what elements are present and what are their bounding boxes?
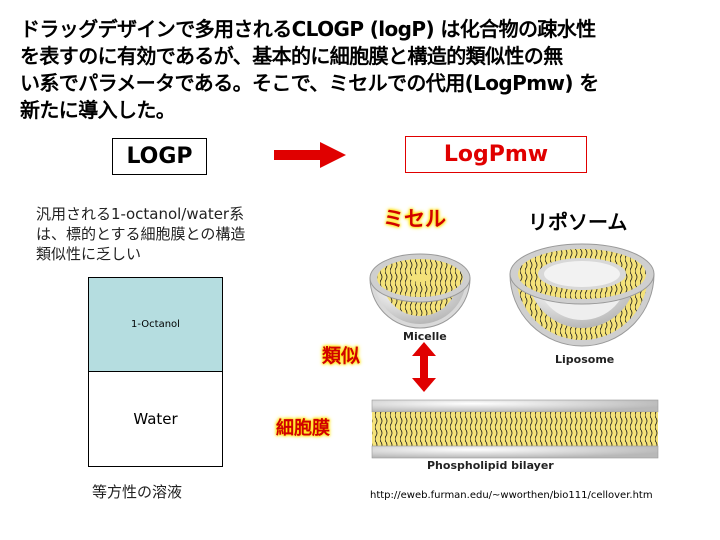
double-arrow-icon (412, 342, 436, 392)
heading-line: を表すのに有効であるが、基本的に細胞膜と構造的類似性の無 (20, 44, 563, 68)
micelle-label-en: Micelle (403, 330, 447, 343)
right-arrow-icon (274, 142, 346, 168)
similar-label-jp: 類似 (322, 345, 361, 367)
isotropic-solution-caption: 等方性の溶液 (92, 483, 183, 501)
liposome-label-jp: リポソーム (528, 210, 628, 234)
logpmw-box: LogPmw (405, 136, 587, 173)
membrane-model-figure (369, 243, 659, 459)
liposome-label-en: Liposome (555, 353, 615, 366)
slide-heading: ドラッグデザインで多用されるCLOGP (logP) は化合物の疎水性 を表すの… (20, 16, 710, 124)
note-line: 汎用される1-octanol/water系 (36, 205, 245, 223)
water-phase: Water (88, 371, 223, 467)
note-line: は、標的とする細胞膜との構造 (36, 225, 246, 243)
liposome-illustration (509, 243, 655, 347)
heading-line: ドラッグデザインで多用されるCLOGP (logP) は化合物の疎水性 (20, 17, 596, 41)
phospholipid-bilayer-illustration (371, 399, 659, 459)
logp-box: LOGP (112, 138, 207, 175)
heading-line: い系でパラメータである。そこで、ミセルでの代用(LogPmw) を (20, 71, 599, 95)
heading-line: 新たに導入した。 (20, 98, 176, 122)
micelle-illustration (369, 253, 471, 329)
octanol-phase: 1-Octanol (88, 277, 223, 372)
micelle-label-jp: ミセル (383, 207, 446, 231)
cell-membrane-label-jp: 細胞膜 (276, 418, 330, 439)
source-url: http://eweb.furman.edu/~wworthen/bio111/… (370, 490, 653, 501)
bilayer-label-en: Phospholipid bilayer (427, 459, 554, 472)
octanol-water-note: 汎用される1-octanol/water系 は、標的とする細胞膜との構造 類似性… (36, 204, 286, 264)
note-line: 類似性に乏しい (36, 245, 142, 263)
